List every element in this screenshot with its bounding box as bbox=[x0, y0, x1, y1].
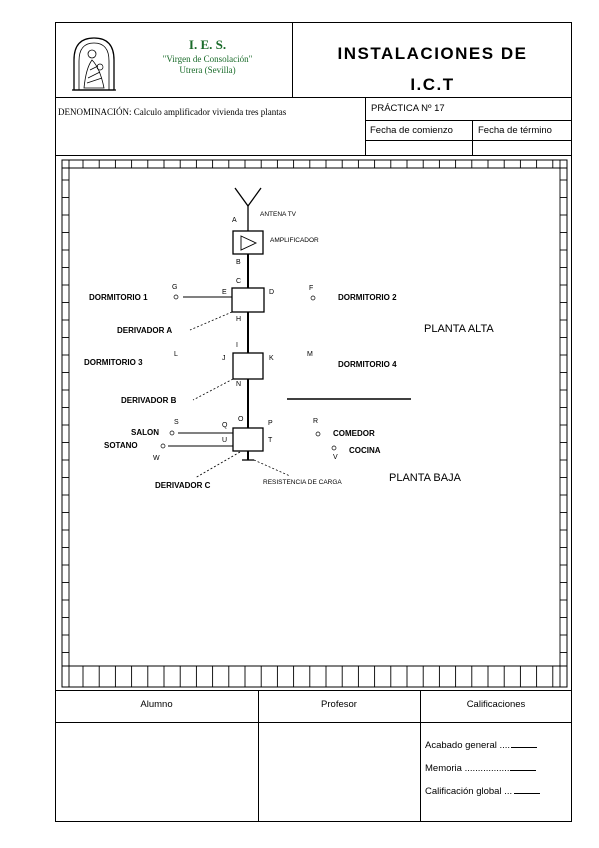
point-j: J bbox=[222, 355, 226, 362]
room-dormitorio1: DORMITORIO 1 bbox=[89, 293, 148, 302]
derivador-b-label: DERIVADOR B bbox=[121, 396, 177, 405]
derivador-a-label: DERIVADOR A bbox=[117, 326, 173, 335]
room-sotano: SOTANO bbox=[104, 441, 138, 450]
antenna-icon bbox=[234, 187, 262, 231]
derivador-c-label: DERIVADOR C bbox=[155, 481, 211, 490]
point-n: N bbox=[236, 381, 242, 388]
room-dormitorio2: DORMITORIO 2 bbox=[338, 293, 397, 302]
acabado-general-label: Acabado general .... bbox=[425, 740, 511, 751]
school-city: Utrera (Sevilla) bbox=[179, 65, 236, 75]
footer-divider bbox=[55, 690, 572, 691]
alumno-label: Alumno bbox=[140, 699, 173, 710]
derivador-b-box bbox=[232, 352, 264, 380]
fecha-comienzo-label: Fecha de comienzo bbox=[370, 125, 453, 136]
point-s: S bbox=[174, 419, 179, 426]
practica-divider bbox=[365, 120, 572, 121]
point-p: P bbox=[268, 420, 273, 427]
header-vdivider bbox=[292, 22, 293, 97]
room-salon: SALON bbox=[131, 428, 159, 437]
school-name: I. E. S. bbox=[188, 37, 227, 52]
amplifier-triangle-icon bbox=[240, 235, 258, 251]
practica-label: PRÁCTICA Nº 17 bbox=[371, 103, 445, 114]
point-t: T bbox=[268, 437, 273, 444]
calificacion-global-label: Calificación global ... bbox=[425, 786, 513, 797]
sheet-title-line2: I.C.T bbox=[410, 75, 455, 94]
point-c: C bbox=[236, 278, 242, 285]
amplificador-label: AMPLIFICADOR bbox=[270, 237, 319, 244]
acabado-general-line: Acabado general .... bbox=[425, 740, 538, 751]
header-divider bbox=[55, 97, 572, 98]
room-dormitorio3: DORMITORIO 3 bbox=[84, 358, 143, 367]
point-m: M bbox=[307, 351, 313, 358]
point-o: O bbox=[238, 416, 244, 423]
acabado-blank bbox=[511, 747, 538, 748]
resistencia-label: RESISTENCIA DE CARGA bbox=[263, 479, 342, 486]
profesor-label: Profesor bbox=[321, 699, 357, 710]
point-i: I bbox=[236, 342, 238, 349]
point-b: B bbox=[236, 259, 241, 266]
point-f: F bbox=[309, 285, 314, 292]
info-vdivider bbox=[365, 97, 366, 155]
memoria-line: Memoria ................. bbox=[425, 763, 537, 774]
footer-vdivider-1 bbox=[258, 690, 259, 822]
fecha-termino-label: Fecha de término bbox=[478, 125, 552, 136]
room-comedor: COMEDOR bbox=[333, 429, 375, 438]
memoria-blank bbox=[510, 770, 537, 771]
point-r: R bbox=[313, 418, 319, 425]
footer-vdivider-2 bbox=[420, 690, 421, 822]
point-d: D bbox=[269, 289, 275, 296]
point-h: H bbox=[236, 316, 242, 323]
derivador-a-box bbox=[231, 287, 265, 313]
point-q: Q bbox=[222, 422, 228, 429]
info-divider bbox=[55, 155, 572, 156]
point-l: L bbox=[174, 351, 178, 358]
sheet-title-line1: INSTALACIONES DE bbox=[337, 44, 528, 63]
calificaciones-label: Calificaciones bbox=[466, 699, 526, 710]
pointer-derivador-b bbox=[192, 378, 234, 401]
footer-header-divider bbox=[55, 722, 572, 723]
point-g: G bbox=[172, 284, 178, 291]
school-logo-icon bbox=[72, 37, 116, 91]
amplifier-box bbox=[232, 230, 264, 255]
room-cocina: COCINA bbox=[349, 446, 381, 455]
point-e: E bbox=[222, 289, 227, 296]
fecha-vdivider bbox=[472, 120, 473, 155]
planta-baja-label: PLANTA BAJA bbox=[389, 472, 461, 484]
point-w: W bbox=[153, 455, 160, 462]
planta-alta-label: PLANTA ALTA bbox=[424, 323, 494, 335]
sheet-frame bbox=[55, 22, 572, 822]
margin-ticks bbox=[62, 160, 567, 687]
fecha-divider bbox=[365, 140, 572, 141]
point-v: V bbox=[333, 454, 338, 461]
point-k: K bbox=[269, 355, 274, 362]
outlet-icons bbox=[160, 294, 337, 451]
derivador-c-box bbox=[232, 427, 264, 452]
room-dormitorio4: DORMITORIO 4 bbox=[338, 360, 397, 369]
memoria-label: Memoria ................. bbox=[425, 763, 510, 774]
denominacion-text: DENOMINACIÓN: Calculo amplificador vivie… bbox=[58, 107, 287, 117]
calificacion-global-blank bbox=[514, 793, 541, 794]
school-motto: "Virgen de Consolación" bbox=[162, 54, 253, 64]
pointer-derivador-a bbox=[189, 311, 233, 331]
antena-label: ANTENA TV bbox=[260, 211, 297, 218]
point-u: U bbox=[222, 437, 228, 444]
pointer-resistencia bbox=[253, 459, 291, 477]
pointer-derivador-c bbox=[194, 451, 241, 479]
drawing-border bbox=[61, 159, 568, 688]
calificacion-global-line: Calificación global ... bbox=[425, 786, 541, 797]
point-a: A bbox=[232, 217, 237, 224]
